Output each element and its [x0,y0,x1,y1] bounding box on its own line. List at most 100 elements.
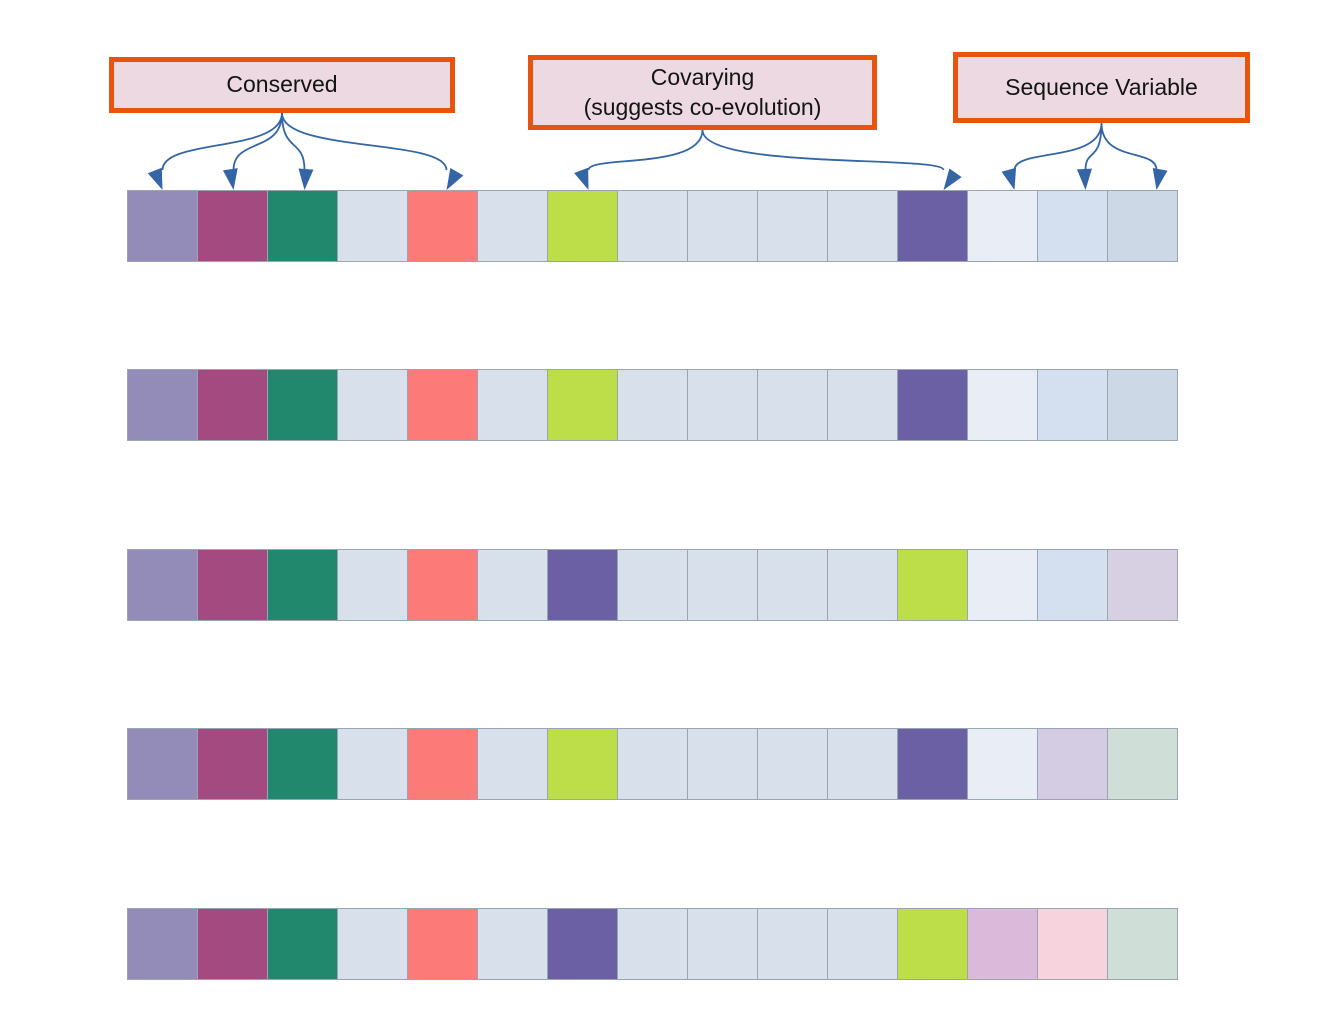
sequence-cell-salmon [407,549,478,621]
sequence-cell-lavender [127,728,198,800]
label-conserved-text: Conserved [226,71,338,98]
sequence-cell-magenta [197,728,268,800]
sequence-cell-light [757,908,828,980]
annotation-arrowhead [1152,168,1168,190]
annotation-arrowhead [147,167,163,190]
sequence-cell-teal [267,549,338,621]
annotation-arrow [1013,122,1103,171]
sequence-cell-magenta [197,369,268,441]
sequence-cell-green [547,728,618,800]
sequence-cell-palegreen [1107,728,1178,800]
sequence-cell-light [337,549,408,621]
sequence-cell-purple [897,369,968,441]
sequence-cell-bluegray [1107,369,1178,441]
sequence-cell-light [337,908,408,980]
sequence-cell-teal [267,369,338,441]
sequence-cell-light [827,728,898,800]
annotation-arrow [161,112,283,171]
annotation-arrowhead [1001,167,1017,190]
sequence-cell-light [617,190,688,262]
sequence-cell-light [687,369,758,441]
sequence-cell-light [477,549,548,621]
sequence-cell-light [337,190,408,262]
sequence-cell-light [687,549,758,621]
annotation-arrow [587,129,704,171]
sequence-cell-light [687,908,758,980]
sequence-cell-green [897,549,968,621]
sequence-cell-lightblue [1037,549,1108,621]
sequence-cell-lavender [127,549,198,621]
sequence-cell-pale [967,190,1038,262]
sequence-cell-light [757,190,828,262]
sequence-row-2 [127,369,1178,441]
sequence-cell-light [687,190,758,262]
sequence-cell-light [477,190,548,262]
annotation-arrowhead [1076,168,1092,190]
sequence-cell-light [827,369,898,441]
sequence-cell-light [337,728,408,800]
label-covarying-line1: Covarying [650,63,755,90]
sequence-cell-pale [967,728,1038,800]
sequence-cell-teal [267,908,338,980]
sequence-cell-pink [1037,908,1108,980]
annotation-arrowhead [298,168,314,190]
sequence-cell-salmon [407,190,478,262]
sequence-cell-lightblue [1037,190,1108,262]
sequence-cell-light [477,908,548,980]
label-sequence-variable: Sequence Variable [953,52,1250,123]
sequence-cell-purple [897,728,968,800]
sequence-cell-green [547,190,618,262]
sequence-row-4 [127,728,1178,800]
sequence-row-5 [127,908,1178,980]
sequence-cell-lightblue [1037,369,1108,441]
sequence-cell-light [827,549,898,621]
sequence-cell-purple [547,549,618,621]
sequence-cell-light [337,369,408,441]
annotation-arrow [281,112,448,171]
sequence-cell-purple [547,908,618,980]
sequence-cell-palelavender [1107,549,1178,621]
sequence-cell-salmon [407,728,478,800]
sequence-cell-lavender_soft [1037,728,1108,800]
label-covarying: Covarying (suggests co-evolution) [528,55,877,130]
sequence-cell-light [617,908,688,980]
sequence-cell-light [827,908,898,980]
sequence-cell-magenta [197,190,268,262]
label-conserved: Conserved [109,57,455,113]
label-covarying-line2: (suggests co-evolution) [583,93,822,120]
sequence-cell-light [687,728,758,800]
sequence-cell-salmon [407,369,478,441]
sequence-cell-pale [967,549,1038,621]
sequence-cell-light [617,369,688,441]
sequence-cell-teal [267,190,338,262]
annotation-arrow [281,112,306,171]
sequence-cell-light [757,549,828,621]
sequence-row-3 [127,549,1178,621]
sequence-cell-light [617,549,688,621]
sequence-cell-green [547,369,618,441]
annotation-arrow [232,112,283,171]
label-sequence-variable-text: Sequence Variable [1005,73,1198,100]
annotation-arrow [1100,122,1158,171]
sequence-cell-plum [967,908,1038,980]
sequence-cell-light [757,728,828,800]
sequence-cell-magenta [197,908,268,980]
sequence-cell-lavender [127,908,198,980]
sequence-cell-palegreen [1107,908,1178,980]
sequence-cell-lavender [127,369,198,441]
sequence-cell-light [617,728,688,800]
sequence-cell-magenta [197,549,268,621]
sequence-cell-green [897,908,968,980]
sequence-cell-bluegray [1107,190,1178,262]
annotation-arrowhead [222,168,238,190]
sequence-cell-light [477,728,548,800]
annotation-arrow [1084,122,1103,171]
annotation-arrowhead [574,167,589,190]
annotation-arrow [701,129,945,171]
sequence-cell-light [477,369,548,441]
sequence-cell-pale [967,369,1038,441]
sequence-cell-purple [897,190,968,262]
sequence-cell-light [757,369,828,441]
